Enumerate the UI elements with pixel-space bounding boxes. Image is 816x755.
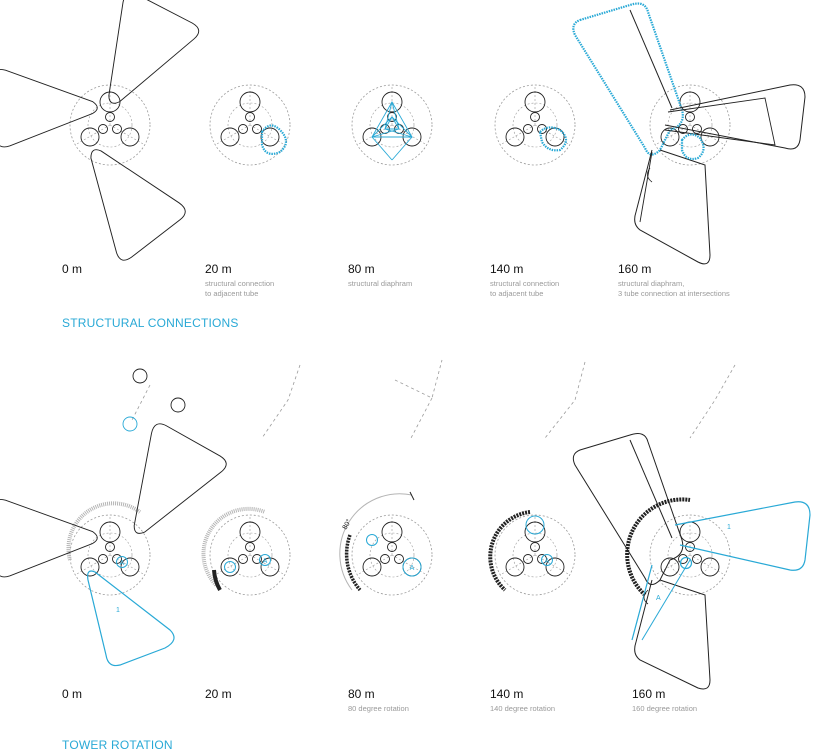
rotation-panel-140m: A [488, 510, 576, 596]
rotation-panel-80m: 80° A [339, 491, 433, 596]
tube-a-label: A [410, 565, 415, 572]
tube-a-label: A [545, 558, 550, 565]
height-label-20m: 20 m [205, 687, 232, 701]
height-label-20m: 20 m [205, 262, 232, 276]
caption-20m: structural connection to adjacent tube [205, 279, 275, 298]
rotation-panel-20m: A [201, 506, 291, 596]
height-label-80m: 80 m [348, 262, 375, 276]
caption-160m: 160 degree rotation [632, 704, 698, 713]
height-label-140m: 140 m [490, 262, 524, 276]
rotation-floating-tubes [122, 368, 186, 432]
tube-a-label: A [656, 595, 661, 602]
structural-panel-140m [494, 84, 576, 166]
structural-panel-20m [209, 84, 291, 166]
rotation-guides [131, 359, 736, 441]
section-title-rotation: TOWER ROTATION [62, 738, 173, 752]
tube-1-label: 1 [116, 607, 120, 614]
caption-140m: structural connection to adjacent tube [490, 279, 560, 298]
rotation-panel-0m: A 1 [0, 417, 230, 667]
structural-panel-80m [351, 84, 433, 166]
caption-80m: 80 degree rotation [348, 704, 409, 713]
tube-a-label: A [120, 560, 125, 567]
caption-140m: 140 degree rotation [490, 704, 556, 713]
rotation-panel-160m: 1 A [572, 433, 811, 690]
height-label-160m: 160 m [632, 687, 666, 701]
structural-panel-160m [572, 2, 806, 265]
tube-a-label: A [263, 558, 268, 565]
height-label-0m: 0 m [62, 262, 83, 276]
angle-label: 80° [341, 518, 353, 531]
section-title-structural: STRUCTURAL CONNECTIONS [62, 316, 239, 330]
height-label-160m: 160 m [618, 262, 652, 276]
structural-panel-0m [0, 0, 202, 264]
wing-south [59, 126, 191, 264]
wing-west [0, 68, 98, 148]
height-label-0m: 0 m [62, 687, 83, 701]
height-label-140m: 140 m [490, 687, 524, 701]
caption-80m: structural diaphram [348, 279, 413, 288]
wing-north [75, 0, 202, 124]
tube-1-label: 1 [727, 524, 731, 531]
caption-160m: structural diaphram, 3 tube connection a… [618, 279, 730, 298]
height-label-80m: 80 m [348, 687, 375, 701]
